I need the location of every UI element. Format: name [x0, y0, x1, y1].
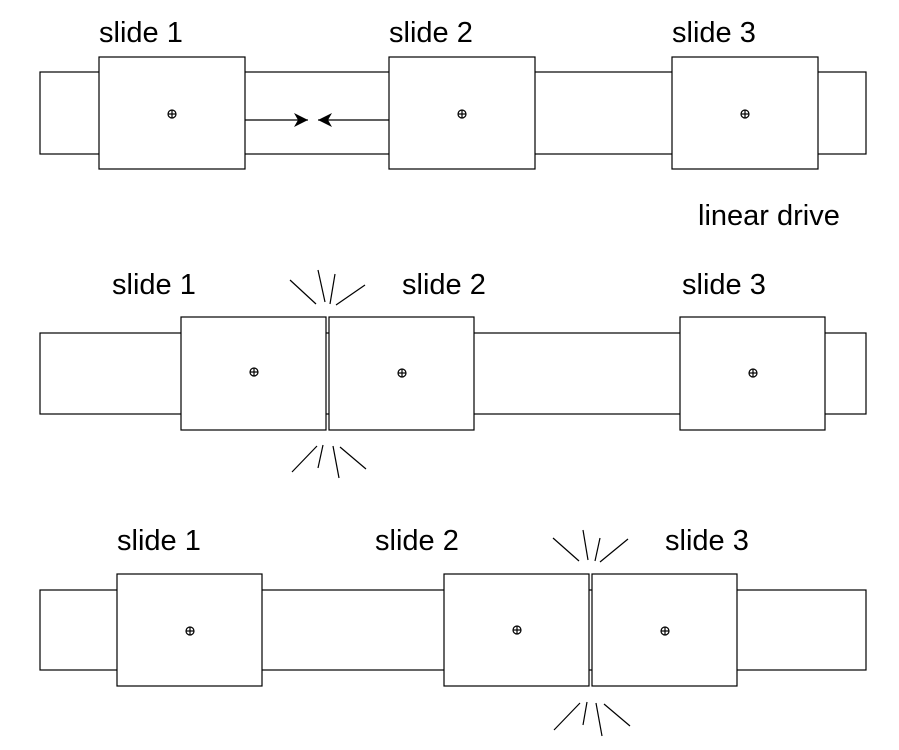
- slide-3-label: slide 3: [672, 17, 756, 49]
- crosshair-circle-icon: [167, 109, 177, 119]
- slide-2-label: slide 2: [389, 17, 473, 49]
- crosshair-circle-icon: [397, 368, 407, 378]
- row-collision-1-2: slide 1 slide 2 slide 3: [39, 269, 867, 479]
- arrow-left-icon: [318, 113, 389, 127]
- arrow-right-icon: [245, 113, 308, 127]
- row-collision-2-3: slide 1 slide 2 slide 3: [39, 525, 867, 737]
- slide-1-label: slide 1: [112, 269, 196, 301]
- slide-3-label: slide 3: [682, 269, 766, 301]
- crosshair-circle-icon: [249, 367, 259, 377]
- crosshair-circle-icon: [748, 368, 758, 378]
- slide-2-label: slide 2: [402, 269, 486, 301]
- crosshair-circle-icon: [185, 626, 195, 636]
- slide-1-label: slide 1: [99, 17, 183, 49]
- impact-burst-icon: [553, 701, 631, 737]
- slide-3-label: slide 3: [665, 525, 749, 557]
- crosshair-circle-icon: [512, 625, 522, 635]
- impact-burst-icon: [552, 529, 629, 563]
- diagram-caption: linear drive: [698, 200, 840, 232]
- slide-2-label: slide 2: [375, 525, 459, 557]
- impact-burst-icon: [291, 444, 367, 479]
- row-approach: slide 1 slide 2 slide 3: [39, 17, 867, 170]
- slide-1-label: slide 1: [117, 525, 201, 557]
- impact-burst-icon: [289, 269, 366, 306]
- crosshair-circle-icon: [660, 626, 670, 636]
- crosshair-circle-icon: [740, 109, 750, 119]
- crosshair-circle-icon: [457, 109, 467, 119]
